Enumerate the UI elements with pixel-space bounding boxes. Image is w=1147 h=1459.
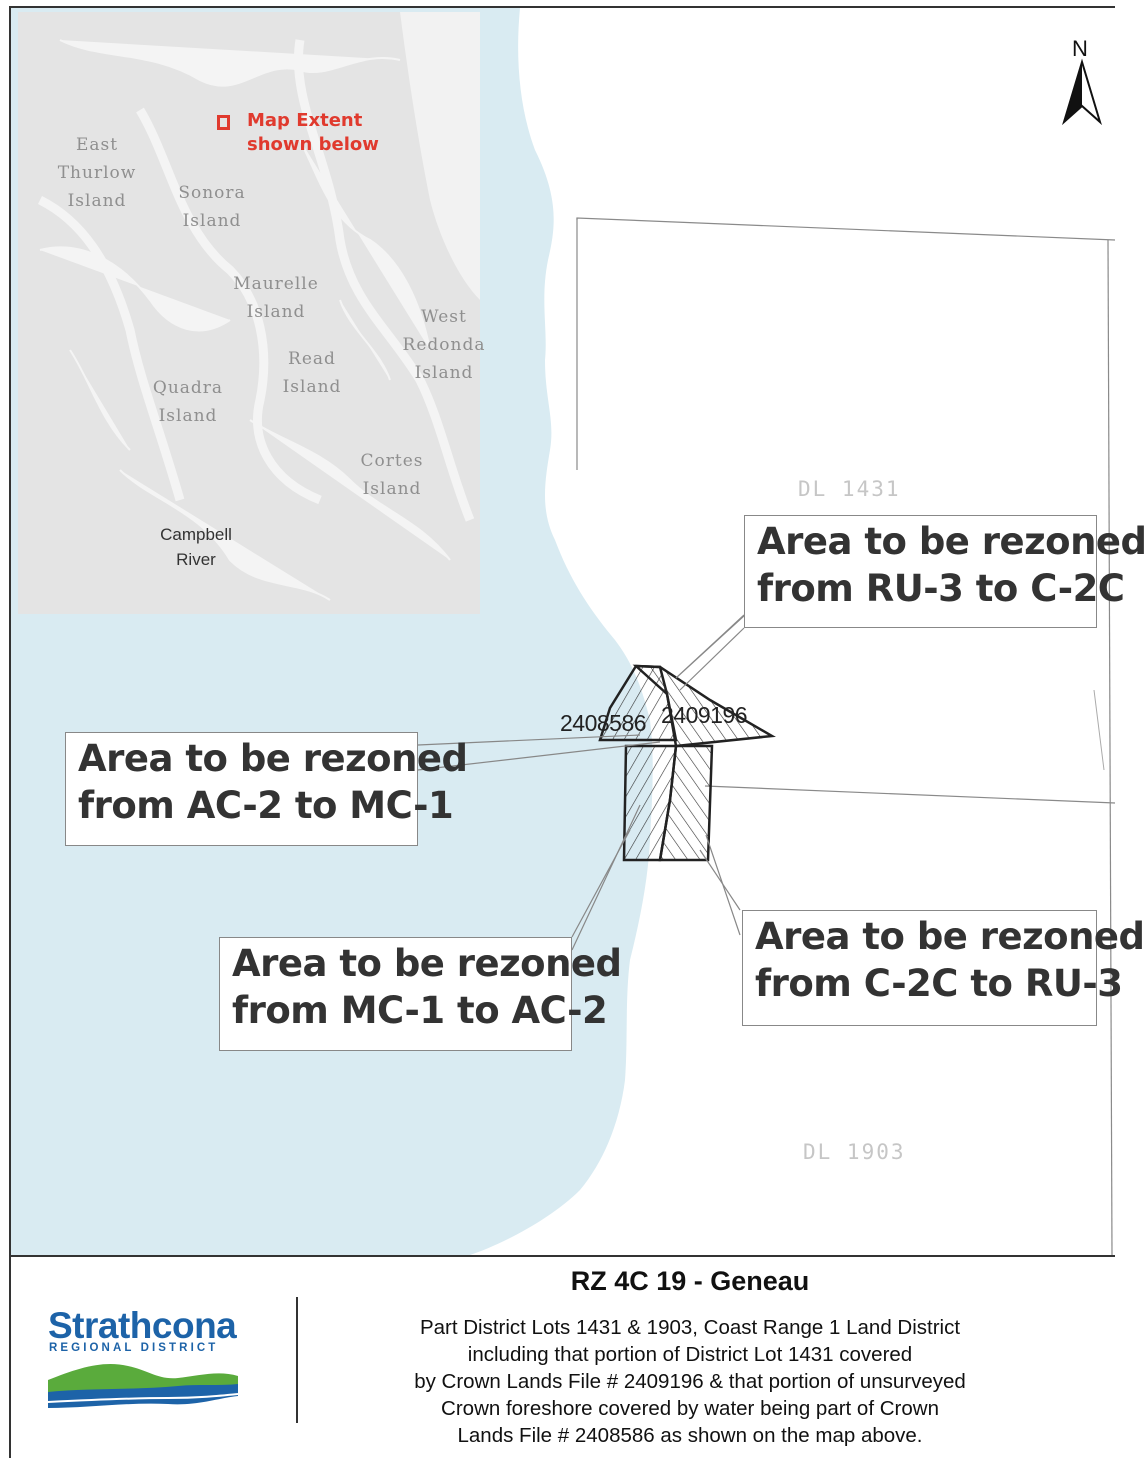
place-line: Island — [246, 302, 306, 322]
place-line: East — [75, 135, 119, 155]
place-line: Island — [362, 479, 422, 499]
map-description: Part District Lots 1431 & 1903, Coast Ra… — [360, 1314, 1020, 1449]
north-label: N — [1072, 36, 1088, 61]
district-lot-1431-label: DL 1431 — [798, 477, 901, 501]
map-extent-legend-label: Map Extent shown below — [247, 109, 379, 157]
callout-mc1-to-ac2: Area to be rezoned from MC-1 to AC-2 — [219, 937, 622, 1051]
map-frame — [9, 6, 1115, 1458]
description-line: Crown foreshore covered by water being p… — [441, 1397, 939, 1420]
place-line: West — [421, 307, 467, 327]
lot-boundary-tick — [1093, 689, 1105, 771]
place-line: Island — [158, 406, 218, 426]
place-quadra-island: Quadra Island — [146, 374, 230, 430]
callout-line: from C-2C to RU-3 — [755, 962, 1123, 1005]
callout-leaders — [417, 614, 746, 951]
map-extent-legend-icon — [217, 115, 230, 130]
place-line: Thurlow — [57, 163, 137, 183]
callout-line: Area to be rezoned — [755, 915, 1145, 958]
place-line: Redonda — [402, 335, 486, 355]
inset-map — [18, 12, 480, 614]
callout-c2c-to-ru3: Area to be rezoned from C-2C to RU-3 — [742, 910, 1145, 1026]
place-maurelle-island: Maurelle Island — [226, 270, 326, 326]
inset-water — [39, 39, 451, 601]
description-line: Lands File # 2408586 as shown on the map… — [457, 1424, 923, 1447]
place-line: Campbell — [160, 525, 232, 544]
parcel-c2c-to-ru3[interactable] — [658, 744, 714, 862]
place-line: Quadra — [152, 378, 224, 398]
place-line: Sonora — [178, 183, 246, 203]
logo-subtitle: REGIONAL DISTRICT — [49, 1342, 219, 1354]
lot-boundary-top — [576, 217, 1116, 241]
district-lot-1903-label: DL 1903 — [803, 1140, 906, 1164]
place-line: Cortes — [360, 451, 424, 471]
description-line: by Crown Lands File # 2409196 & that por… — [414, 1370, 966, 1393]
place-east-thurlow-island: East Thurlow Island — [50, 131, 144, 215]
callout-line: from RU-3 to C-2C — [757, 567, 1125, 610]
legend-line: Map Extent — [247, 110, 363, 131]
rezoning-parcels[interactable] — [598, 664, 776, 862]
legend-line: shown below — [247, 134, 379, 155]
place-cortes-island: Cortes Island — [350, 447, 434, 503]
lot-boundary-east — [1107, 239, 1113, 1256]
footer-divider-horizontal — [9, 1255, 1115, 1257]
parcel-number-right: 2409196 — [661, 702, 748, 728]
parcel-ru3-to-c2c[interactable] — [632, 664, 776, 748]
place-line: Maurelle — [233, 274, 319, 294]
logo-name: Strathcona — [48, 1305, 237, 1346]
map-canvas[interactable] — [0, 0, 1116, 1459]
description-line: including that portion of District Lot 1… — [467, 1343, 913, 1366]
inset-mainland-edge — [400, 12, 480, 300]
callout-ac2-to-mc1: Area to be rezoned from AC-2 to MC-1 — [65, 732, 468, 846]
place-west-redonda-island: West Redonda Island — [400, 303, 488, 387]
place-line: Island — [67, 191, 127, 211]
place-read-island: Read Island — [270, 345, 354, 401]
place-line: River — [176, 550, 216, 569]
place-line: Island — [182, 211, 242, 231]
callout-line: Area to be rezoned — [78, 737, 468, 780]
description-line: Part District Lots 1431 & 1903, Coast Ra… — [419, 1316, 961, 1339]
callout-line: Area to be rezoned — [757, 520, 1147, 563]
footer-divider-vertical — [296, 1297, 298, 1423]
place-sonora-island: Sonora Island — [170, 179, 254, 235]
callout-ru3-to-c2c: Area to be rezoned from RU-3 to C-2C — [744, 515, 1147, 628]
north-arrow-icon — [1062, 58, 1102, 126]
lot-boundary-middle — [704, 785, 1116, 804]
callout-line: from AC-2 to MC-1 — [78, 784, 454, 827]
place-campbell-river: Campbell River — [158, 522, 234, 572]
parcel-number-left: 2408586 — [560, 710, 647, 736]
callout-line: from MC-1 to AC-2 — [232, 989, 608, 1032]
place-line: Island — [282, 377, 342, 397]
inset-channels — [37, 39, 475, 522]
callout-line: Area to be rezoned — [232, 942, 622, 985]
place-line: Read — [288, 349, 336, 369]
logo-landscape-icon — [47, 1363, 239, 1408]
map-title: RZ 4C 19 - Geneau — [570, 1266, 810, 1296]
place-line: Island — [414, 363, 474, 383]
